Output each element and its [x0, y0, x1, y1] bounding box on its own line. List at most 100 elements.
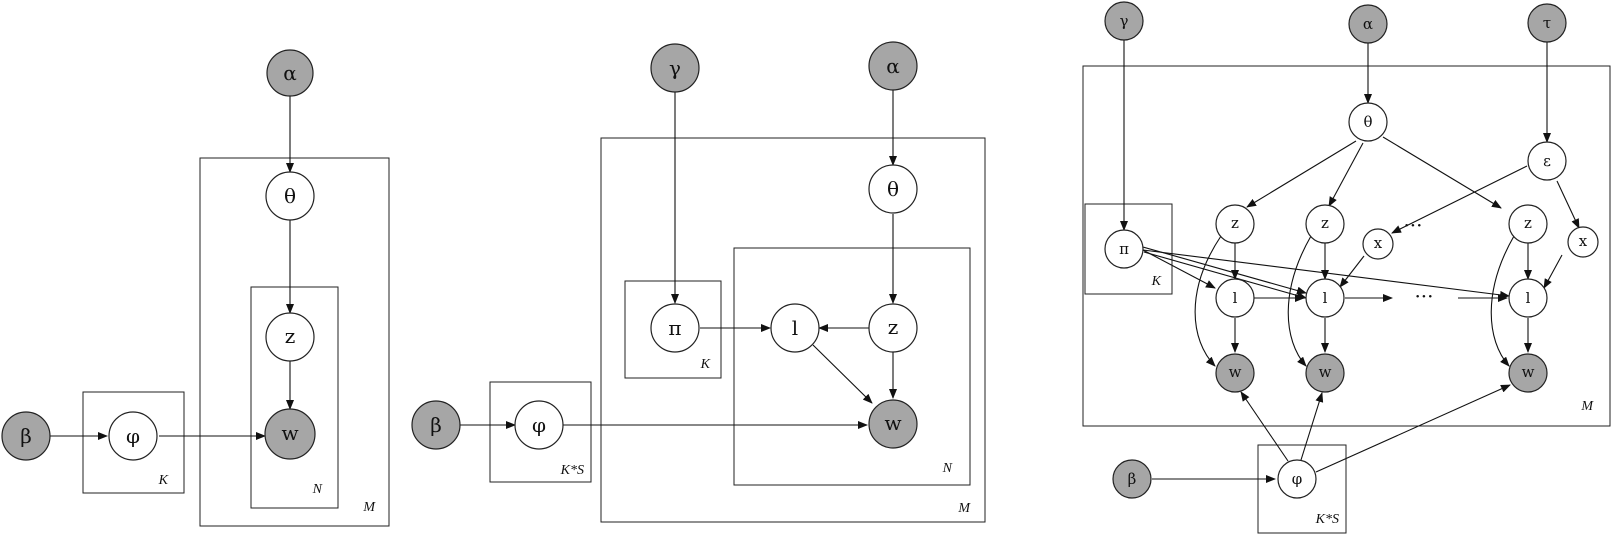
label-phi-1: φ	[126, 424, 140, 448]
label-theta-1: θ	[284, 184, 296, 208]
diagram-1: α θ z w β φ K N M	[1, 49, 390, 527]
label-w1-3: w	[1229, 363, 1242, 381]
edge-epsilon-x2-3	[1556, 180, 1580, 229]
edge-pi-l2-3	[1142, 246, 1307, 295]
label-gamma-2: γ	[669, 56, 681, 80]
node-pi-2	[650, 303, 700, 353]
edge-pi-l2b-3	[1143, 251, 1307, 300]
plate-docs-1	[199, 157, 390, 527]
node-w-1	[264, 408, 316, 460]
edge-phi-w1-3	[1240, 391, 1289, 462]
label-alpha-3: α	[1363, 15, 1373, 33]
edge-x1-l2-3	[1339, 255, 1365, 288]
plate-label-topics-1: K	[158, 473, 169, 488]
label-alpha-2: α	[886, 54, 900, 78]
node-z-2	[868, 303, 918, 353]
node-z-1	[265, 312, 315, 362]
node-l-2	[770, 303, 820, 353]
edge-x2-l3-3	[1543, 254, 1563, 289]
plate-labels-2	[624, 280, 722, 379]
plate-label-labels-3: K	[1151, 274, 1162, 289]
plate-label-docs-3: M	[1580, 399, 1594, 414]
node-w-2	[868, 399, 918, 449]
node-alpha-2	[868, 41, 918, 91]
plate-label-words-2: N	[942, 461, 953, 476]
ellipsis-x-3: ···	[1403, 213, 1422, 237]
edge-l-w-2	[812, 344, 873, 404]
label-x1-3: x	[1374, 234, 1383, 252]
plate-docs-2	[600, 137, 986, 523]
diagram-2: γ α θ π l z w β φ K K*S N M	[411, 41, 986, 523]
label-x2-3: x	[1579, 232, 1588, 250]
edge-z1-w1-3	[1194, 235, 1222, 367]
edge-pi-l3-3	[1142, 249, 1510, 299]
label-tau-3: τ	[1543, 14, 1551, 32]
edge-epsilon-x1-3	[1391, 165, 1528, 234]
plate-label-words-1: N	[312, 482, 323, 497]
node-gamma-2	[650, 43, 700, 93]
node-theta-1	[265, 171, 315, 221]
node-z1-3	[1215, 204, 1255, 244]
edge-pi-l1-3	[1140, 248, 1216, 289]
label-z3-3: z	[1524, 214, 1532, 232]
plate-label-labels-2: K	[700, 357, 711, 372]
node-tau-3	[1527, 3, 1567, 43]
plate-topics-2	[489, 381, 592, 483]
node-w1-3	[1215, 353, 1255, 393]
node-z2-3	[1305, 204, 1345, 244]
node-l2-3	[1305, 278, 1345, 318]
node-gamma-3	[1104, 1, 1144, 41]
node-x2-3	[1567, 226, 1599, 258]
plate-label-docs-1: M	[362, 500, 376, 515]
edge-phi-w2-3	[1300, 392, 1324, 461]
node-l1-3	[1215, 278, 1255, 318]
node-phi-2	[514, 400, 564, 450]
plate-topics-1	[82, 391, 185, 494]
node-beta-2	[411, 400, 461, 450]
edge-z3-w3-3	[1490, 235, 1515, 367]
plate-words-2	[733, 247, 971, 486]
node-theta-3	[1348, 102, 1388, 142]
node-theta-2	[868, 164, 918, 214]
label-l2-3: l	[1323, 289, 1328, 307]
node-alpha-1	[266, 49, 314, 97]
node-pi-3	[1104, 229, 1144, 269]
edge-z2-w2-3	[1287, 235, 1312, 367]
label-l3-3: l	[1526, 289, 1531, 307]
label-epsilon-3: ε	[1543, 152, 1551, 170]
label-beta-1: β	[20, 424, 32, 448]
label-z-1: z	[285, 324, 296, 348]
diagram-3: γ α τ θ ε π z z z x x ··· l l ··· l w w …	[1082, 1, 1611, 534]
node-l3-3	[1508, 278, 1548, 318]
label-w3-3: w	[1522, 363, 1535, 381]
edge-theta-z1-3	[1246, 140, 1357, 208]
edge-theta-z3-3	[1382, 136, 1502, 209]
node-beta-3	[1112, 459, 1152, 499]
label-theta-3: θ	[1363, 113, 1372, 131]
label-pi-2: π	[668, 316, 681, 340]
label-w-2: w	[884, 411, 901, 435]
label-w-1: w	[281, 421, 298, 445]
plate-words-1	[250, 286, 339, 509]
label-phi-3: φ	[1292, 470, 1303, 488]
label-z1-3: z	[1231, 214, 1239, 232]
plate-topics-3	[1257, 444, 1347, 534]
plate-label-topics-3: K*S	[1315, 512, 1339, 527]
label-l1-3: l	[1233, 289, 1238, 307]
label-beta-2: β	[430, 413, 442, 437]
plate-docs-3	[1082, 65, 1611, 427]
plate-label-topics-2: K*S	[560, 463, 584, 478]
label-phi-2: φ	[532, 413, 546, 437]
edge-theta-z2-3	[1328, 142, 1364, 207]
node-alpha-3	[1348, 4, 1388, 44]
label-theta-2: θ	[887, 177, 899, 201]
node-w3-3	[1508, 353, 1548, 393]
label-gamma-3: γ	[1120, 12, 1129, 30]
label-l-2: l	[792, 316, 798, 340]
label-w2-3: w	[1319, 363, 1332, 381]
plate-labels-3	[1084, 203, 1173, 295]
label-z2-3: z	[1321, 214, 1329, 232]
label-pi-3: π	[1119, 240, 1129, 258]
edge-phi-w3-3	[1315, 384, 1511, 473]
